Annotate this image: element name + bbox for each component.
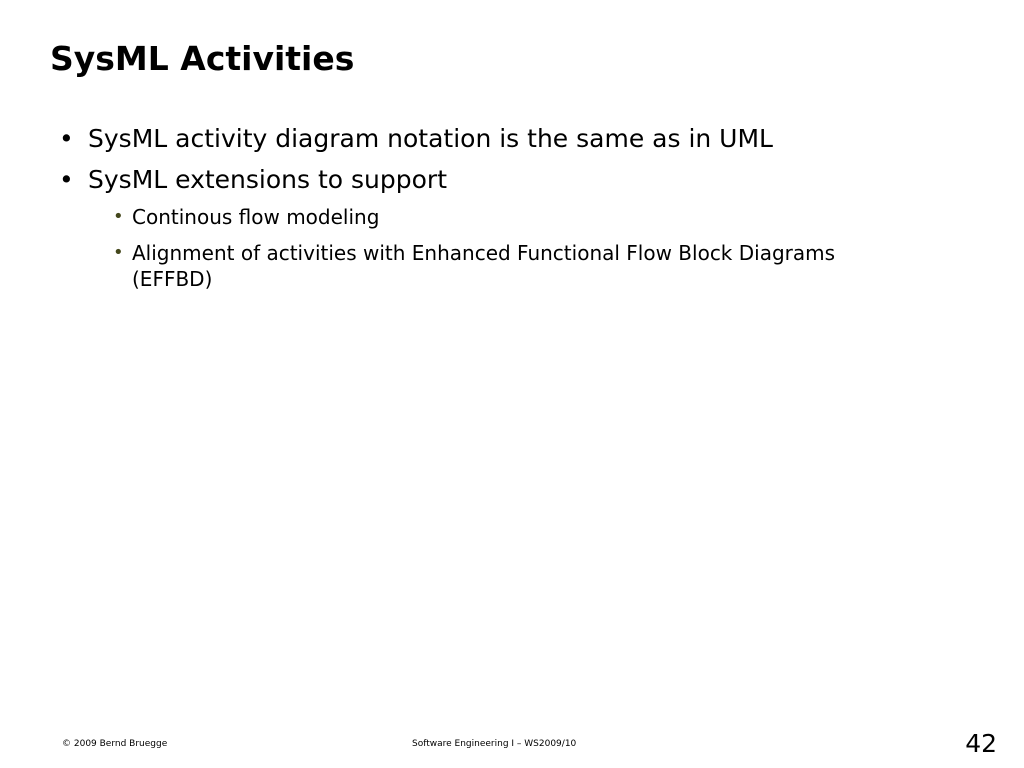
list-item-label: Continous flow modeling <box>132 205 380 229</box>
list-item: • Alignment of activities with Enhanced … <box>108 240 930 292</box>
list-item: • Continous flow modeling <box>108 204 930 230</box>
slide-body: • SysML activity diagram notation is the… <box>50 118 930 292</box>
bullet-list-level1: • SysML activity diagram notation is the… <box>50 118 930 292</box>
list-item-label: SysML activity diagram notation is the s… <box>88 124 773 153</box>
list-item: • SysML extensions to support • Continou… <box>50 159 930 292</box>
list-item-label: Alignment of activities with Enhanced Fu… <box>132 241 836 291</box>
bullet-marker-icon: • <box>59 124 74 153</box>
list-item: • SysML activity diagram notation is the… <box>50 118 930 159</box>
sub-bullet-marker-icon: • <box>113 206 124 227</box>
sub-bullet-marker-icon: • <box>113 242 124 263</box>
page-number: 42 <box>965 729 997 758</box>
footer-course-label: Software Engineering I – WS2009/10 <box>412 739 577 749</box>
footer-copyright: © 2009 Bernd Bruegge <box>62 739 168 749</box>
bullet-list-level2: • Continous flow modeling • Alignment of… <box>88 204 930 292</box>
list-item-label: SysML extensions to support <box>88 165 448 194</box>
bullet-marker-icon: • <box>59 165 74 194</box>
page-title: SysML Activities <box>50 39 355 78</box>
